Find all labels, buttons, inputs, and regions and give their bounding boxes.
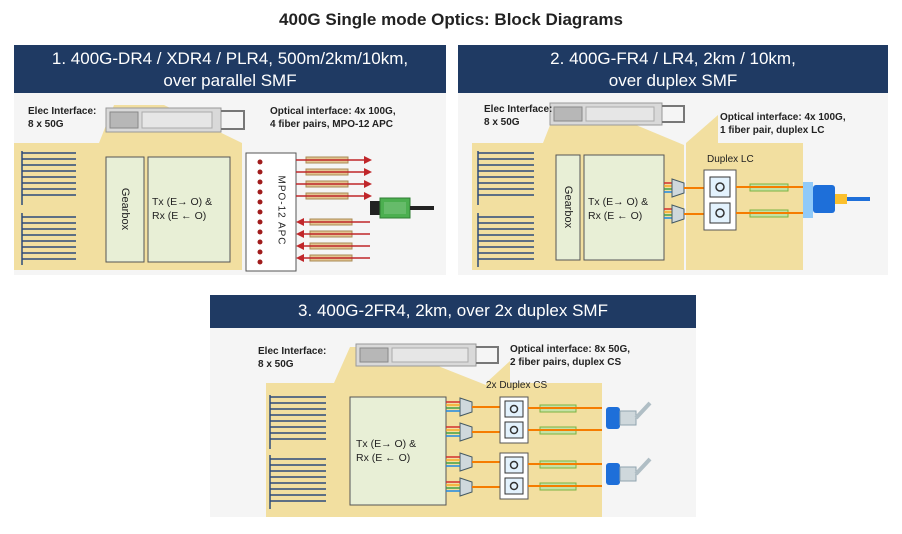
- duplex-lc-label: Duplex LC: [707, 154, 754, 165]
- panel-2fr4-heading: 3. 400G-2FR4, 2km, over 2x duplex SMF: [210, 295, 696, 328]
- tx-fibers: [296, 156, 372, 200]
- elec-lines-top: [477, 151, 534, 205]
- duplex-cs-label: 2x Duplex CS: [486, 380, 548, 391]
- page-title: 400G Single mode Optics: Block Diagrams: [279, 10, 623, 29]
- panel-fr4-heading: 2. 400G-FR4 / LR4, 2km / 10km, over dupl…: [458, 45, 888, 93]
- panel-fr4-heading-line1: 2. 400G-FR4 / LR4, 2km / 10km,: [550, 49, 796, 68]
- elec-lines-top: [269, 395, 326, 449]
- elec-interface-label: Elec Interface:8 x 50G: [28, 106, 97, 130]
- panel-dr4-heading-line1: 1. 400G-DR4 / XDR4 / PLR4, 500m/2km/10km…: [51, 49, 409, 68]
- panel-2fr4-diagram: [266, 343, 652, 517]
- mpo-connector-label: MPO-12 APC: [275, 175, 287, 246]
- txrx-label: Tx (E→ O) &Rx (E ← O): [588, 196, 649, 222]
- rx-fibers: [296, 218, 370, 262]
- gearbox-label: Gearbox: [119, 187, 131, 231]
- panel-2fr4: 3. 400G-2FR4, 2km, over 2x duplex SMF: [210, 295, 696, 517]
- gearbox-block: [555, 154, 581, 261]
- duplex-fibers: [528, 404, 602, 491]
- txrx-label: Tx (E→ O) &Rx (E ← O): [152, 196, 213, 222]
- mux-icons: [446, 397, 500, 497]
- cs-cable-icon-1: [606, 401, 652, 429]
- panel-fr4-heading-line2: over duplex SMF: [608, 71, 738, 90]
- panel-fr4-diagram: [472, 102, 870, 270]
- cs-cable-icon-2: [606, 457, 652, 485]
- elec-lines-bottom: [269, 455, 326, 509]
- optical-interface-label: Optical interface: 4x 100G,4 fiber pairs…: [270, 106, 396, 130]
- panel-dr4-heading-line2: over parallel SMF: [163, 71, 297, 90]
- mux-icons: [664, 178, 704, 224]
- optical-interface-label: Optical interface: 4x 100G,1 fiber pair,…: [720, 112, 846, 136]
- txrx-block: [583, 154, 665, 261]
- panel-2fr4-heading-line: 3. 400G-2FR4, 2km, over 2x duplex SMF: [298, 301, 608, 320]
- lc-cable-icon: [803, 182, 870, 218]
- elec-lines-top: [21, 151, 76, 205]
- txrx-block: [147, 156, 231, 263]
- panel-dr4-diagram: [14, 105, 434, 272]
- gearbox-label: Gearbox: [562, 185, 574, 229]
- panel-dr4: 1. 400G-DR4 / XDR4 / PLR4, 500m/2km/10km…: [14, 45, 446, 275]
- panel-dr4-heading: 1. 400G-DR4 / XDR4 / PLR4, 500m/2km/10km…: [14, 45, 446, 93]
- elec-lines-bottom: [21, 213, 76, 265]
- elec-interface-label: Elec Interface:8 x 50G: [258, 346, 327, 370]
- gearbox-block: [105, 156, 145, 263]
- elec-lines-bottom: [477, 213, 534, 267]
- duplex-fibers: [736, 183, 803, 218]
- optical-interface-label: Optical interface: 8x 50G,2 fiber pairs,…: [510, 344, 631, 368]
- txrx-block: [349, 396, 447, 506]
- mpo-connector-box: [245, 152, 297, 272]
- panel-fr4: 2. 400G-FR4 / LR4, 2km / 10km, over dupl…: [458, 45, 888, 275]
- txrx-label: Tx (E→ O) &Rx (E ← O): [356, 438, 417, 464]
- elec-interface-label: Elec Interface:8 x 50G: [484, 104, 553, 128]
- mpo-cable-icon: [370, 197, 434, 219]
